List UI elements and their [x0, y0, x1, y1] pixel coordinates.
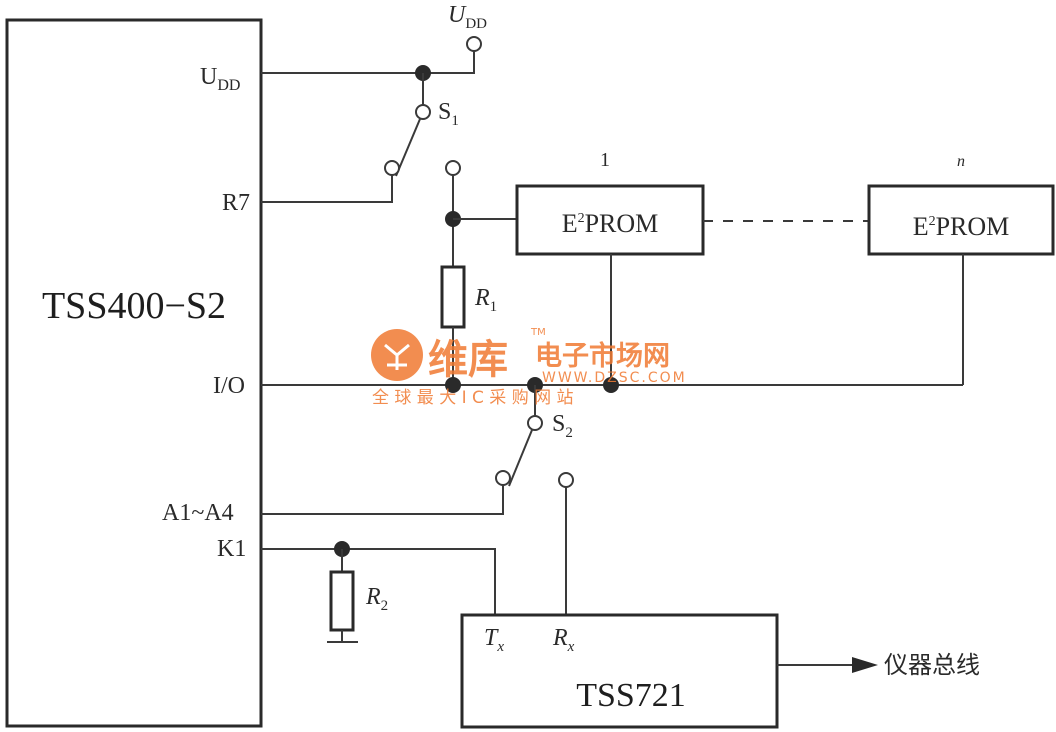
s2-bottom-terminal	[495, 470, 511, 486]
r1-resistor	[440, 265, 466, 329]
eeprom-n-label: E2PROM	[913, 212, 1010, 241]
wire-a1a4	[261, 485, 504, 515]
s2-top-terminal	[527, 415, 543, 431]
rx-terminal	[558, 472, 574, 488]
pin-udd-label: UDD	[200, 64, 240, 94]
io-junction-eeprom1-dot	[603, 377, 619, 393]
watermark-tm: TM	[530, 327, 546, 338]
watermark-slogan: 全 球 最 大 I C 采 购 网 站	[372, 388, 574, 408]
pin-k1-label: K1	[217, 536, 246, 562]
wire-r7	[261, 175, 393, 203]
s1-top-terminal	[415, 104, 431, 120]
tss400-chip-label: TSS400−S2	[42, 285, 226, 327]
watermark-logo-traces	[384, 343, 410, 370]
udd-supply-label: UDD	[448, 2, 487, 32]
r1-label: R1	[474, 285, 497, 315]
watermark-site-name: 电子市场网	[535, 340, 670, 372]
bus-label: 仪器总线	[884, 651, 980, 679]
wire-udd	[261, 44, 475, 74]
tss721-chip-box	[460, 613, 779, 729]
pin-a1a4-label: A1~A4	[162, 500, 234, 526]
watermark: 维库 TM 电子市场网 WWW.DZSC.COM 全 球 最 大 I C 采 购…	[371, 327, 687, 408]
eeprom-1-label: E2PROM	[562, 209, 659, 238]
r2-label: R2	[365, 584, 388, 614]
pin-io-label: I/O	[213, 373, 245, 399]
r2-resistor	[329, 570, 355, 632]
eeprom-n-index-label: n	[957, 153, 965, 170]
r1-top-terminal	[445, 160, 461, 176]
s1-bottom-terminal	[384, 160, 400, 176]
s2-label: S2	[552, 411, 573, 441]
eeprom-n-box	[867, 184, 1055, 256]
s1-label: S1	[438, 99, 459, 129]
watermark-url: WWW.DZSC.COM	[542, 370, 687, 386]
eeprom-1-index-label: 1	[600, 149, 610, 171]
io-junction-r1-dot	[445, 377, 461, 393]
pin-r7-label: R7	[222, 190, 250, 216]
tss721-chip-label: TSS721	[576, 677, 686, 714]
tss400-chip-box	[5, 18, 263, 728]
watermark-brand: 维库	[428, 337, 508, 383]
tss721-rx-label: Rx	[552, 625, 575, 655]
s2-switch-blade	[508, 429, 533, 487]
tss721-tx-label: Tx	[484, 625, 504, 655]
bus-arrow-head	[852, 657, 878, 673]
udd-supply-terminal	[466, 36, 482, 52]
s1-switch-blade	[395, 118, 421, 177]
